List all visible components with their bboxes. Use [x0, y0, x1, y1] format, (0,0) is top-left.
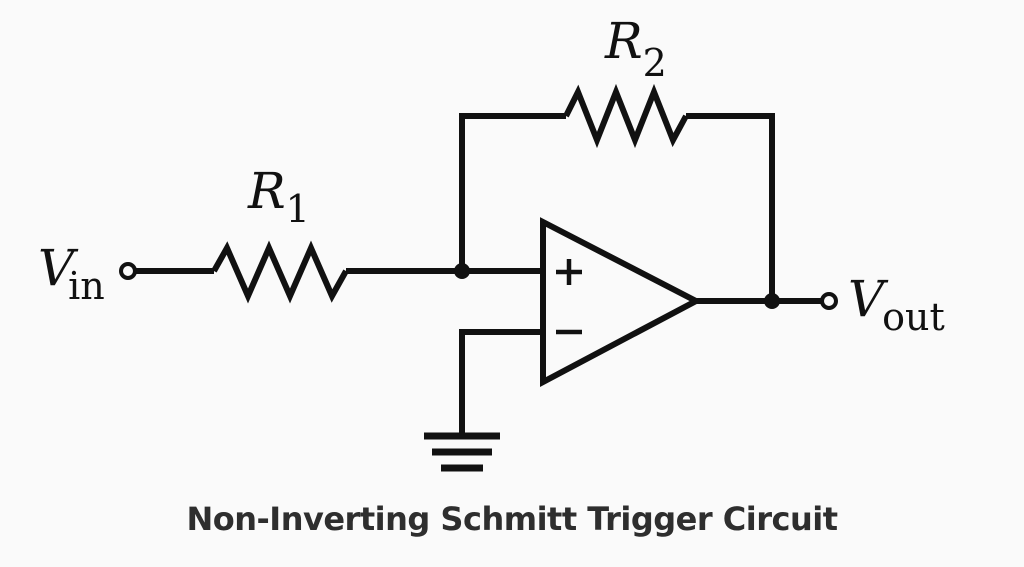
r2-label: R2 — [604, 12, 667, 85]
resistor-r2 — [563, 83, 689, 149]
junction-output-node — [764, 293, 780, 309]
vin-terminal — [119, 262, 137, 280]
vout-terminal — [820, 292, 838, 310]
resistor-r1 — [211, 240, 349, 304]
ground-wire — [459, 329, 543, 436]
r1-label: R1 — [247, 162, 310, 231]
vout-label: Vout — [848, 270, 945, 339]
op-amp — [540, 217, 703, 387]
diagram-caption: Non-Inverting Schmitt Trigger Circuit — [186, 500, 838, 538]
feedback-wire-right — [686, 113, 775, 301]
feedback-wire-left — [459, 113, 566, 271]
vin-label: Vin — [38, 239, 105, 308]
plus-sign-icon — [556, 259, 582, 285]
ground-icon — [424, 432, 500, 472]
junction-input-node — [454, 263, 470, 279]
